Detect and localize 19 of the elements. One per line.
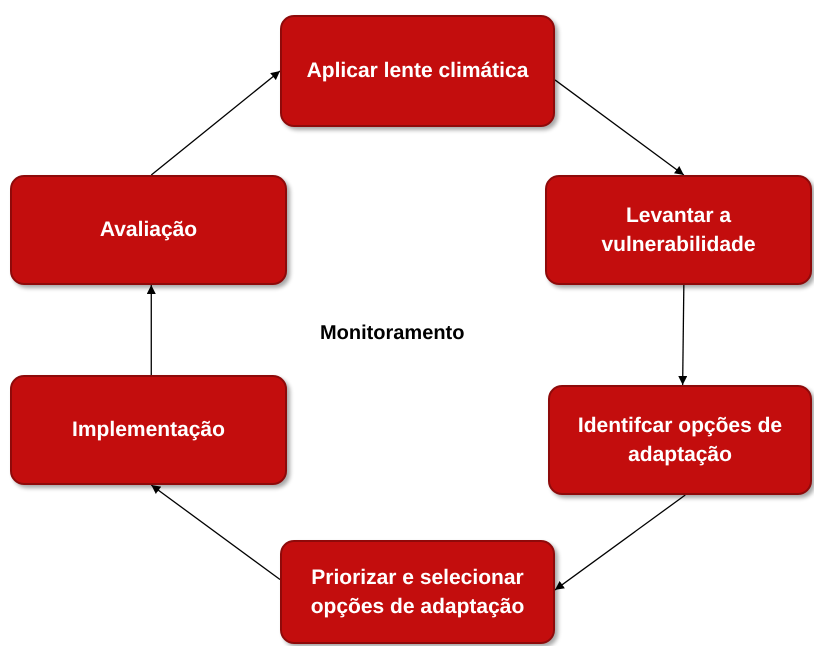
process-box: [280, 540, 555, 644]
process-box: [548, 385, 812, 495]
arrow: [678, 285, 688, 385]
step-text: Priorizar e selecionar opções de adaptação: [310, 564, 526, 620]
step-text: Aplicar lente climática: [306, 58, 528, 84]
process-box: [280, 15, 555, 127]
arrow: [150, 70, 280, 176]
step-text: Identifcar opções de adaptação: [576, 412, 784, 468]
arrow: [146, 285, 156, 375]
process-box: [10, 375, 287, 485]
arrow: [554, 494, 686, 590]
step-text: Levantar a vulnerabilidade: [600, 202, 757, 258]
process-box: [10, 175, 287, 285]
step-text: Avaliação: [100, 217, 198, 244]
process-box: [545, 175, 812, 285]
arrow: [150, 484, 280, 580]
step-text: Implementação: [72, 417, 225, 444]
center-label: Monitoramento: [320, 322, 464, 345]
arrow: [554, 79, 684, 176]
